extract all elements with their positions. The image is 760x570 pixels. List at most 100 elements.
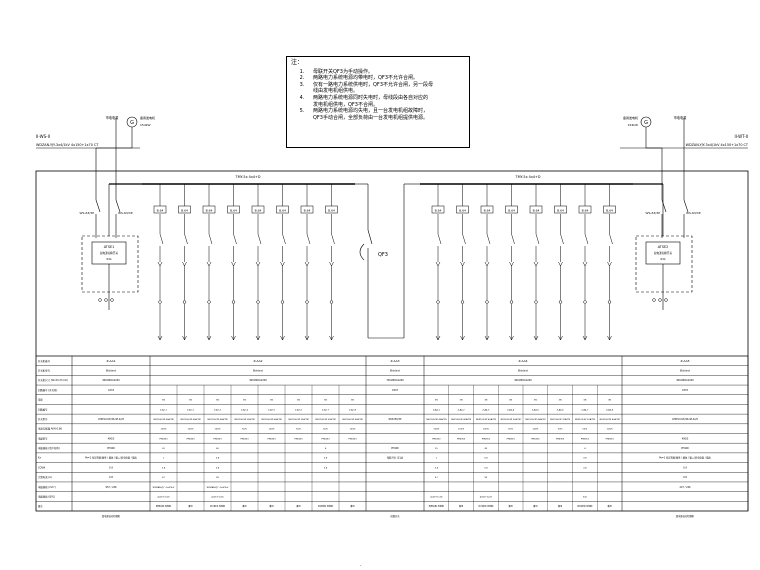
breaker-tag-label: B.64 (606, 209, 613, 213)
circuit-cell: 备用 (459, 504, 463, 508)
circuit-cell: NSX100/3P 32A/TM (550, 418, 570, 421)
terminal-icon (509, 335, 514, 341)
breaker-tag (227, 205, 240, 214)
ct-icon (104, 298, 108, 302)
row-header: 电缆规格 (型号) (38, 494, 55, 498)
circuit-cell: 3N (216, 400, 219, 402)
breaker-blade (184, 233, 188, 245)
circuit-cell: PH6353 (240, 438, 249, 440)
circuit-cell: 3N (509, 400, 512, 402)
note-item: 5.两路电力系统电源均失电，且一台发电机组故障时， (291, 108, 465, 115)
ct-icon (329, 300, 334, 304)
breaker-tag (554, 205, 567, 214)
circuit-cell: 50/5 (242, 429, 247, 431)
circuit-cell: 50/5 (583, 429, 588, 431)
breaker-blade (609, 233, 613, 245)
panel-cell: 母联开关 (手动) (387, 456, 403, 460)
breaker-tag (202, 205, 216, 214)
circuit-cell: 3N (162, 400, 165, 402)
circuit-cell: 100/5 (188, 429, 195, 431)
note-text: 发电机组供电，QF3不合闸。 (313, 101, 378, 108)
panel-cell: PH400 (107, 447, 115, 450)
row-header: 电流互感器 AKH-0.66 (38, 427, 62, 431)
row-header: 回路编号 (38, 407, 48, 411)
panel-cell: Pe=1 电压等级/频率 / 箱体 / 输入/供电电源 / 输出 (85, 456, 138, 460)
note-item: 2.两路电力系统电源均带电时，QF3不允许合闸。 (291, 75, 465, 82)
note-number: 5. (299, 108, 305, 115)
circuit-cell: Z-A2-7 (322, 408, 330, 411)
circuit-cell: Z-A2-5 (268, 408, 276, 411)
breaker-blade (511, 233, 515, 245)
circuit-cell: 100/5 (433, 429, 440, 431)
terminal-icon (206, 335, 212, 341)
circuit-cell: 100/5 (458, 429, 465, 431)
circuit-cell: NSX100/3P 40A/TM (153, 418, 173, 421)
breaker-tag-label: B.64 (328, 209, 335, 213)
breaker-tag-label: B.64 (484, 209, 491, 213)
fuse-icon (435, 261, 441, 267)
note-item: 1.母联开关QF3为手动操作。 (291, 69, 465, 76)
fuse-icon (509, 261, 514, 267)
breaker-tag (325, 205, 338, 214)
ct-icon (652, 298, 656, 302)
panel-cell: PH400 (681, 447, 689, 450)
breaker-blade (159, 233, 164, 245)
breaker-tag-label: B.64 (304, 209, 311, 213)
coupler-blade (367, 229, 373, 245)
circuit-cell: 45 (216, 448, 219, 450)
breaker-tag (431, 205, 445, 214)
breaker-tag-label: B.64 (459, 209, 466, 213)
generator-power: 154kW (628, 123, 638, 127)
ats-label: ATSE2 (658, 245, 669, 249)
circuit-cell: Z-A2-8 (349, 408, 357, 411)
circuit-cell: 0.8 (216, 467, 220, 469)
terminal-icon (460, 335, 465, 341)
notes-list: 1.母联开关QF3为手动操作。2.两路电力系统电源均带电时，QF3不允许合闸。3… (291, 69, 465, 122)
circuit-cell: 67 (162, 477, 165, 479)
terminal-icon (329, 335, 334, 341)
note-item: 4.两路电力系统电源同时失电时，母线段由各自对应的 (291, 95, 465, 102)
circuit-cell: 45 (485, 448, 488, 450)
note-item: 发电机组供电，QF3不合闸。 (291, 102, 465, 109)
terminal-icon (533, 335, 539, 341)
circuit-cell: Z-A2-4 (241, 408, 249, 411)
circuit-cell: 3N (484, 400, 487, 402)
ct-icon (231, 300, 236, 304)
circuit-cell: Z-A2-2 (187, 408, 195, 411)
breaker-tag (300, 205, 314, 214)
ct-icon (607, 300, 612, 304)
circuit-cell: NSX100/3P 32A/TM (315, 418, 335, 421)
circuit-cell: 99 (485, 477, 488, 479)
panel-frame (35, 170, 749, 512)
circuit-cell: Z-A4-5 (532, 408, 540, 411)
panel-id: Z-AA2 (253, 359, 262, 363)
circuit-cell: 100/5 (483, 429, 490, 431)
circuit-cell: NSX100/3P 40A/TM (600, 418, 620, 421)
panel-cell: 227 / 246 (679, 486, 691, 489)
circuit-cell: 3N (243, 400, 246, 402)
circuit-cell: 风机控制 控制柜 (318, 504, 333, 508)
circuit-cell: 0.8 (435, 467, 439, 469)
note-item: 线由发电机组供电。 (291, 88, 465, 95)
row-header: 电缆型号 (38, 436, 48, 440)
panel-cell: 1833 (682, 389, 688, 392)
panel-id: Z-AA5 (680, 359, 689, 363)
circuit-cell: NSX100/3P 40A/TM (261, 418, 281, 421)
circuit-cell: 备用 (533, 504, 537, 508)
circuit-cell: PH6353 (457, 438, 466, 440)
circuit-cell: Z-A4-1 (433, 408, 441, 411)
note-text: 线由发电机组供电。 (313, 88, 359, 95)
circuit-cell: 备用 (296, 504, 300, 508)
ct-icon (534, 300, 538, 304)
circuit-cell: Z-A4-7 (581, 408, 589, 411)
breaker-tag-label: B.64 (582, 209, 589, 213)
circuit-cell: PH6353 (606, 438, 615, 440)
generator-symbol: G (644, 120, 648, 126)
breaker-tag-label: B.64 (557, 209, 564, 213)
circuit-cell: 4x25+1x16 (430, 495, 443, 498)
row-header: 开关型号 (38, 417, 48, 421)
source-label: 市电电源 (674, 115, 688, 120)
panel-cell: Blokland (253, 370, 263, 373)
circuit-cell: 备用 (242, 504, 246, 508)
fuse-icon (460, 261, 465, 267)
